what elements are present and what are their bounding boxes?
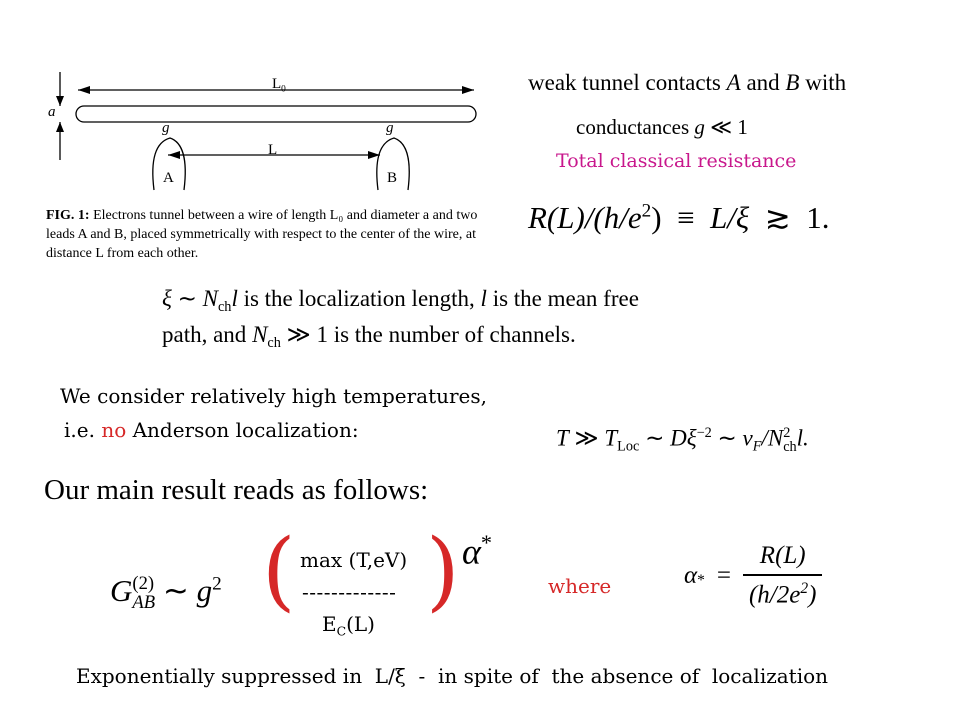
paren-open: ( bbox=[262, 521, 296, 621]
caption-prefix: FIG. 1: bbox=[46, 208, 90, 223]
resistance-formula: R(L)/(h/e2) ≡ L/ξ ≳ 1. bbox=[528, 200, 830, 235]
ratio-denominator: EC(L) bbox=[322, 612, 375, 639]
temperature-line-2: i.e. no Anderson localization: bbox=[64, 418, 359, 442]
no-highlight: no bbox=[101, 418, 127, 442]
alpha-exponent: α* bbox=[462, 530, 493, 572]
alpha-fraction: R(L) (h/2e2) bbox=[742, 542, 823, 609]
ratio-numerator: max (T,eV) bbox=[300, 548, 408, 572]
wire-diagram-svg bbox=[56, 72, 477, 191]
resistance-heading: Total classical resistance bbox=[556, 150, 797, 172]
figure-caption: FIG. 1: Electrons tunnel between a wire … bbox=[46, 206, 486, 263]
localization-line-2: path, and Nch ≫ 1 is the number of chann… bbox=[162, 322, 576, 351]
label-g-left: g bbox=[162, 120, 170, 136]
result-formula: G(2)AB ∼ g2 bbox=[110, 573, 222, 613]
temperature-line-1: We consider relatively high temperatures… bbox=[60, 384, 488, 408]
alpha-definition: α* = R(L) (h/2e2) bbox=[684, 542, 823, 609]
label-lead-a: A bbox=[163, 170, 174, 186]
label-a: a bbox=[48, 104, 56, 120]
localization-line-1: ξ ∼ Nchl is the localization length, l i… bbox=[162, 286, 639, 315]
paren-close: ) bbox=[426, 521, 460, 621]
label-lead-b: B bbox=[387, 170, 398, 186]
caption-text: Electrons tunnel between a wire of lengt… bbox=[46, 208, 478, 261]
result-intro: Our main result reads as follows: bbox=[44, 474, 429, 506]
contacts-line-1: weak tunnel contacts A and B with bbox=[528, 70, 847, 95]
label-l0: L0 bbox=[272, 76, 286, 95]
label-g-right: g bbox=[386, 120, 394, 136]
conclusion-text: Exponentially suppressed in L/ξ - in spi… bbox=[76, 664, 829, 688]
where-label: where bbox=[548, 574, 612, 598]
label-l: L bbox=[268, 142, 278, 158]
wire-figure: L0 a g g L A B bbox=[42, 62, 482, 192]
contacts-line-2: conductances g ≪ 1 bbox=[576, 115, 748, 139]
ratio-divider: ------------- bbox=[302, 580, 397, 604]
